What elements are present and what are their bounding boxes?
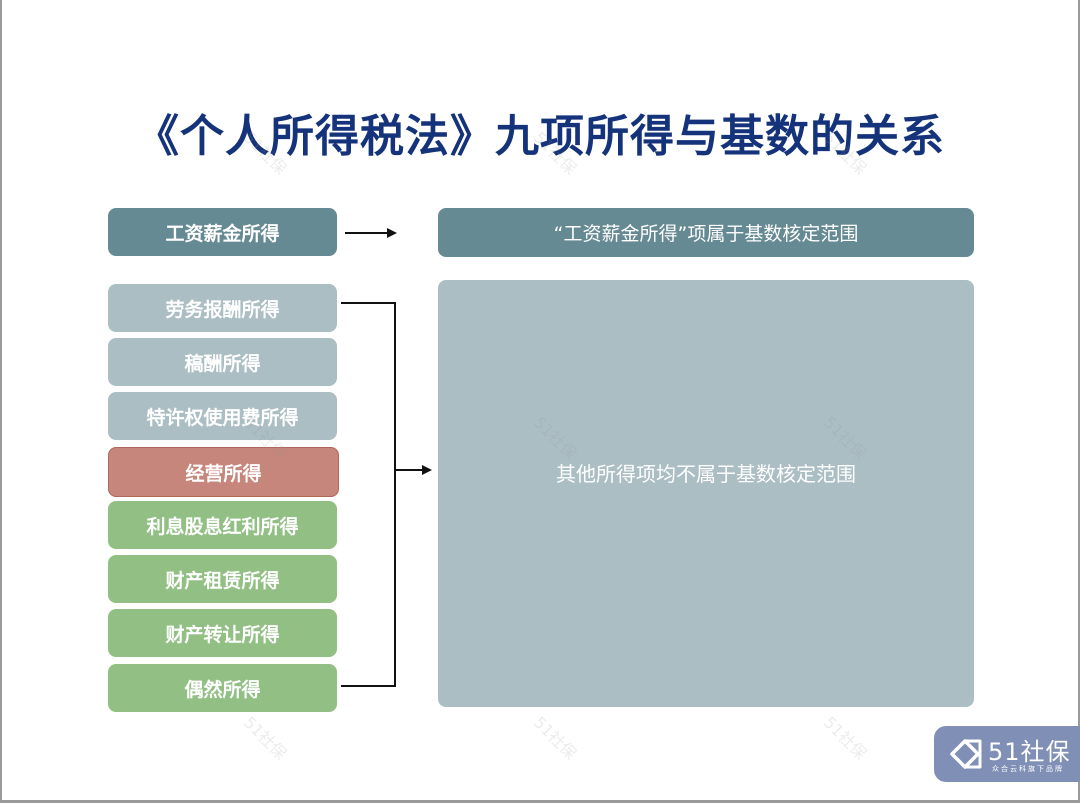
result-box-salary: “工资薪金所得”项属于基数核定范围 bbox=[438, 208, 974, 257]
income-item-box: 劳务报酬所得 bbox=[108, 284, 337, 332]
connector-line bbox=[345, 232, 387, 234]
slide-title: 《个人所得税法》九项所得与基数的关系 bbox=[135, 111, 945, 162]
logo-name: 51社保 bbox=[988, 738, 1071, 766]
logo-tagline: 众合云科旗下品牌 bbox=[992, 765, 1064, 773]
connector-line bbox=[394, 302, 396, 687]
income-item-box: 偶然所得 bbox=[108, 664, 337, 712]
arrow-icon bbox=[422, 465, 432, 475]
income-item-box: 财产转让所得 bbox=[108, 609, 337, 657]
brand-logo: 51社保 众合云科旗下品牌 bbox=[934, 726, 1080, 782]
connector-line bbox=[341, 685, 396, 687]
income-item-box: 财产租赁所得 bbox=[108, 555, 337, 603]
income-item-box: 利息股息红利所得 bbox=[108, 501, 337, 549]
income-item-box: 稿酬所得 bbox=[108, 338, 337, 386]
connector-line bbox=[341, 302, 396, 304]
result-box-other: 其他所得项均不属于基数核定范围 bbox=[438, 280, 974, 707]
connector-line bbox=[396, 469, 422, 471]
income-item-box: 工资薪金所得 bbox=[108, 208, 337, 256]
logo-diamond-icon bbox=[950, 739, 982, 769]
arrow-icon bbox=[387, 228, 397, 238]
income-item-box: 经营所得 bbox=[108, 447, 339, 497]
income-item-box: 特许权使用费所得 bbox=[108, 392, 337, 440]
